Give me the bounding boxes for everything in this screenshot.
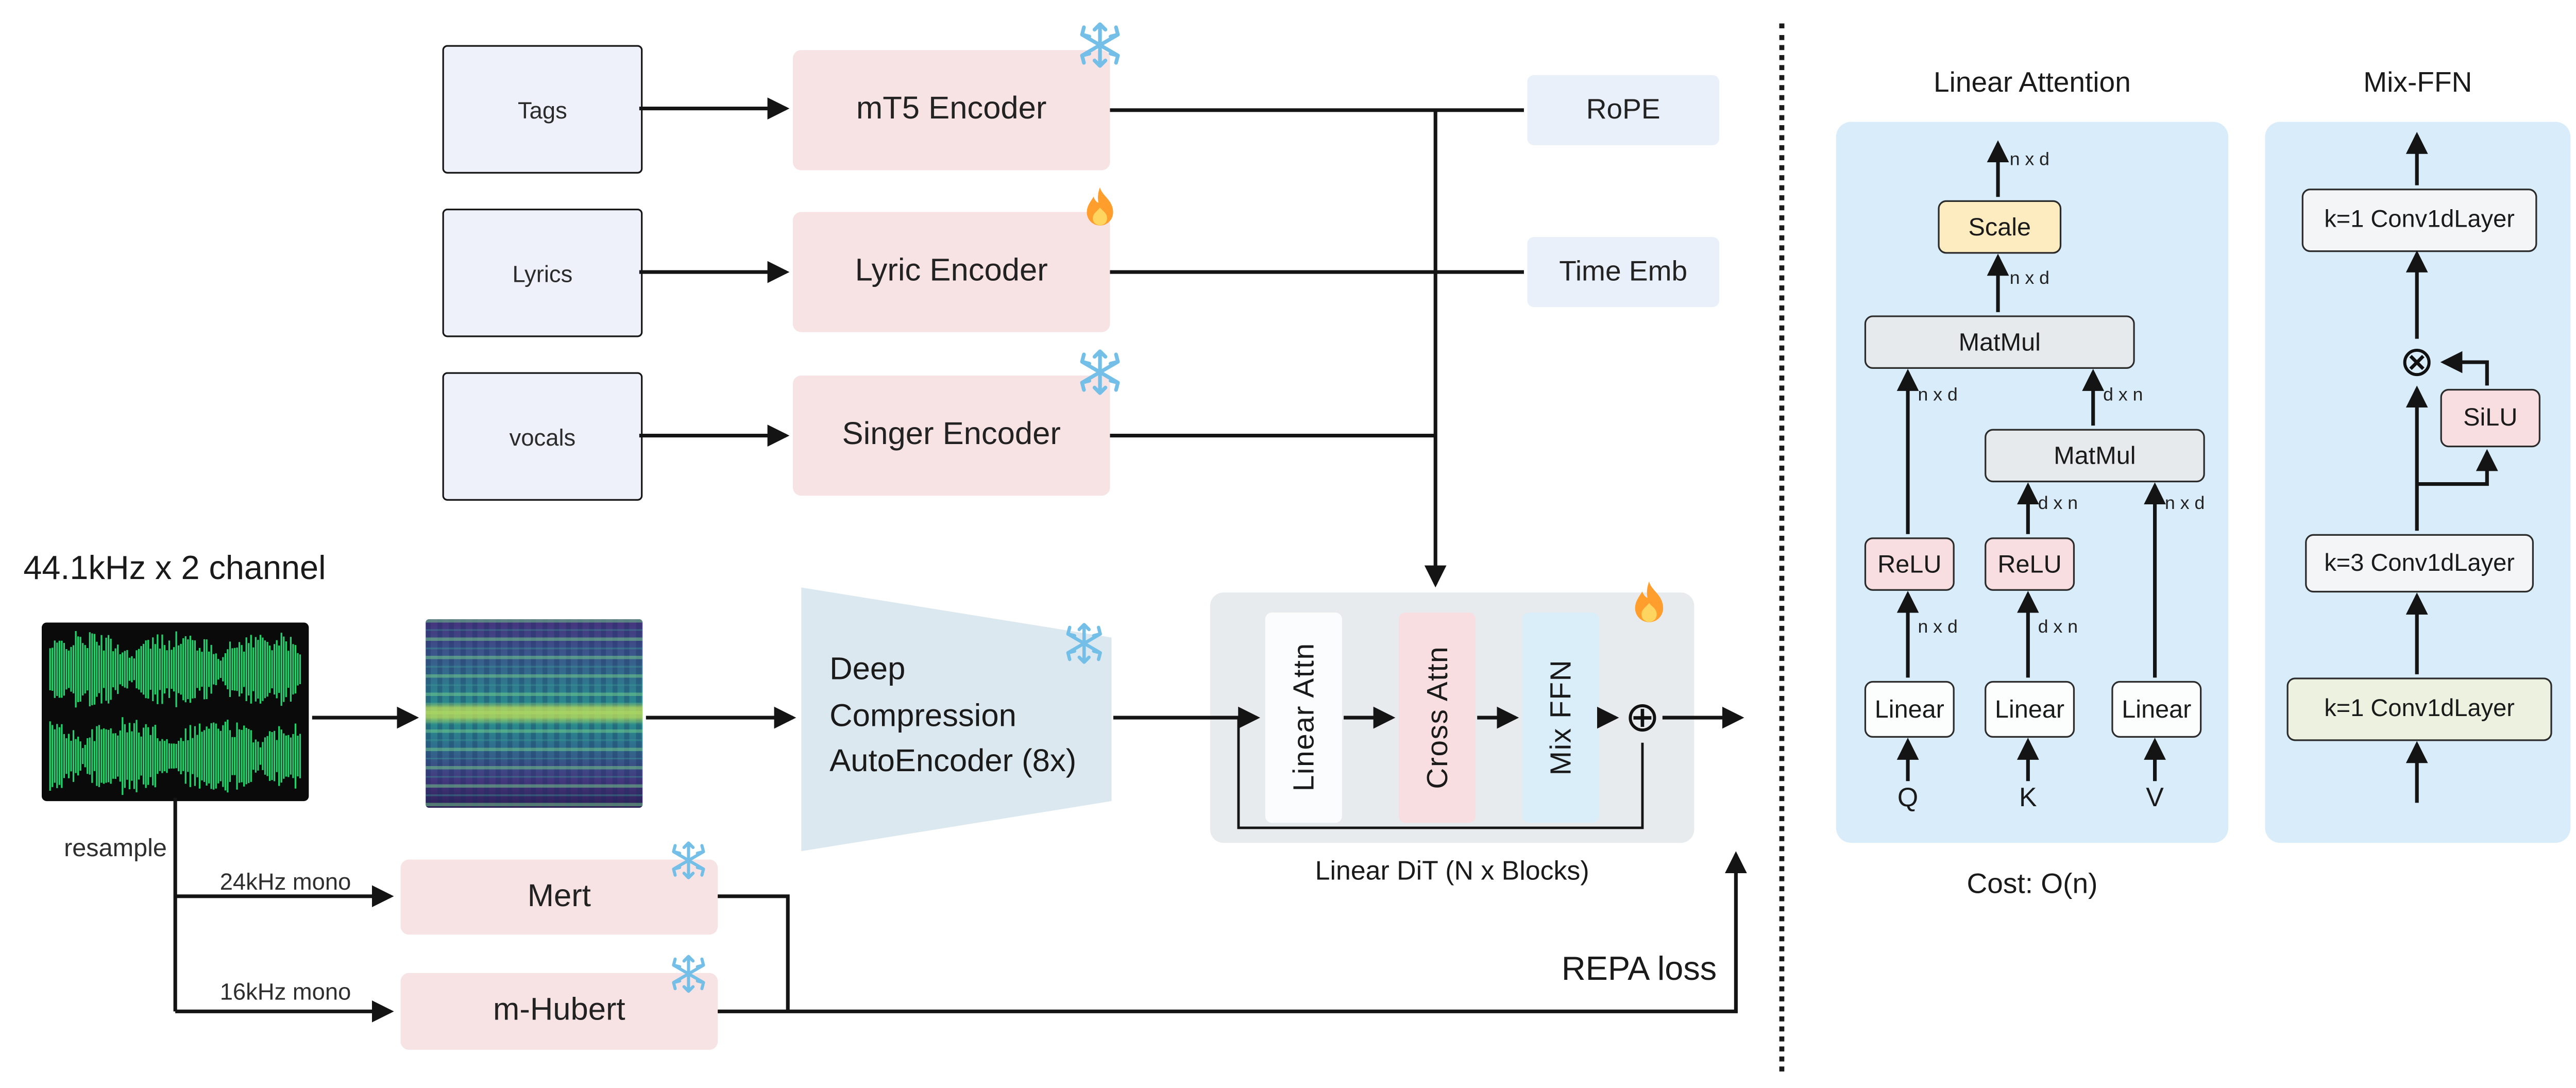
mhubert-label: m-Hubert [493, 993, 625, 1028]
dit-linear-attn-label: Linear Attn [1286, 643, 1320, 792]
singer-encoder-block: Singer Encoder [792, 375, 1110, 496]
section-divider [1779, 23, 1785, 1072]
input-box-vocals: vocals [442, 372, 643, 501]
rate-24khz-label: 24kHz mono [219, 868, 351, 895]
dit-cross-attn-block: Cross Attn [1398, 613, 1476, 823]
dit-mix-ffn-label: Mix FFN [1543, 659, 1577, 776]
repa-loss-label: REPA loss [1561, 951, 1717, 988]
matmul-main-block: MatMul [1864, 315, 2135, 369]
silu-block: SiLU [2440, 388, 2540, 448]
residual-add-icon: ⊕ [1624, 694, 1660, 741]
waveform-image [41, 622, 309, 802]
matmul-kv-block: MatMul [1985, 429, 2205, 483]
relu-q-block: ReLU [1864, 537, 1955, 591]
matmul-kv-label: MatMul [2054, 441, 2136, 470]
conv1d-k1-top-label: k=1 Conv1dLayer [2324, 207, 2515, 234]
silu-label: SiLU [2463, 404, 2518, 433]
conv1d-k1-bottom-block: k=1 Conv1dLayer [2286, 677, 2552, 741]
cost-label: Cost: O(n) [1967, 868, 2098, 900]
dit-mix-ffn-block: Mix FFN [1522, 613, 1599, 823]
matmul-main-label: MatMul [1958, 328, 2041, 356]
singer-encoder-label: Singer Encoder [842, 417, 1061, 452]
time-emb-block: Time Emb [1527, 237, 1719, 308]
dim-label-kv-v: n x d [2165, 494, 2205, 514]
conv1d-k3-label: k=3 Conv1dLayer [2324, 550, 2515, 577]
scale-block: Scale [1938, 200, 2062, 254]
conv1d-k1-bottom-label: k=1 Conv1dLayer [2324, 695, 2515, 723]
lyric-encoder-label: Lyric Encoder [855, 253, 1048, 289]
dit-cross-attn-label: Cross Attn [1419, 646, 1453, 789]
relu-q-label: ReLU [1877, 550, 1942, 579]
input-box-tags: Tags [442, 45, 643, 174]
autoencoder-label: Deep Compression AutoEncoder (8x) [829, 652, 1077, 780]
conv1d-k3-block: k=3 Conv1dLayer [2305, 534, 2534, 593]
conv1d-k1-top-block: k=1 Conv1dLayer [2301, 189, 2537, 252]
input-tags-label: Tags [517, 96, 567, 123]
rate-16khz-label: 16kHz mono [219, 978, 351, 1005]
linear-v-block: Linear [2111, 681, 2202, 738]
waveform-svg [49, 631, 301, 795]
relu-k-block: ReLU [1985, 537, 2075, 591]
autoencoder-trapezoid [801, 587, 1112, 852]
linear-k-block: Linear [1985, 681, 2075, 738]
v-label: V [2146, 784, 2164, 813]
dit-linear-attn-block: Linear Attn [1265, 613, 1342, 823]
resample-label: resample [64, 834, 167, 863]
input-lyrics-label: Lyrics [512, 259, 573, 286]
dim-label-linear-k: d x n [2038, 617, 2078, 638]
mert-label: Mert [527, 878, 591, 914]
dim-label-kv-left: d x n [2038, 494, 2078, 514]
relu-k-label: ReLU [1997, 550, 2062, 579]
linear-q-label: Linear [1874, 695, 1944, 724]
mt5-encoder-block: mT5 Encoder [792, 50, 1110, 171]
linear-v-label: Linear [2122, 695, 2192, 724]
dim-label-scale-in: n x d [2009, 268, 2050, 289]
audio-format-label: 44.1kHz x 2 channel [23, 551, 326, 588]
mt5-encoder-label: mT5 Encoder [856, 92, 1047, 127]
dim-label-matmul-right: d x n [2103, 385, 2143, 406]
lyric-encoder-block: Lyric Encoder [792, 212, 1110, 332]
multiply-icon: ⊗ [2399, 338, 2435, 386]
rope-block: RoPE [1527, 75, 1719, 145]
linear-q-block: Linear [1864, 681, 1955, 738]
time-emb-label: Time Emb [1559, 255, 1688, 287]
q-label: Q [1897, 784, 1919, 813]
linear-attention-title: Linear Attention [1934, 66, 2131, 99]
rope-label: RoPE [1586, 93, 1660, 125]
mix-ffn-title: Mix-FFN [2363, 66, 2472, 99]
spectrogram-image [426, 619, 643, 808]
k-label: K [2019, 784, 2037, 813]
dim-label-linear-q: n x d [1918, 617, 1958, 638]
scale-label: Scale [1968, 213, 2031, 242]
mert-block: Mert [400, 859, 718, 935]
dim-label-matmul-left: n x d [1918, 385, 1958, 406]
input-box-lyrics: Lyrics [442, 208, 643, 337]
mhubert-block: m-Hubert [400, 973, 718, 1050]
dim-label-output: n x d [2009, 150, 2050, 171]
dit-caption: Linear DiT (N x Blocks) [1315, 858, 1589, 887]
input-vocals-label: vocals [509, 423, 576, 450]
linear-k-label: Linear [1995, 695, 2065, 724]
